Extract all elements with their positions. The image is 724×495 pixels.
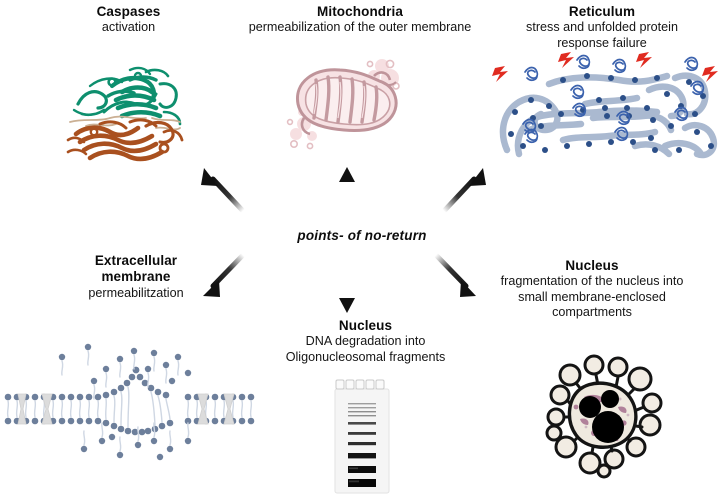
node-description-nucleus-dna-line2: Oligonucleosomal fragments: [285, 349, 446, 364]
node-description-caspases: activation: [101, 20, 156, 35]
node-description-nucleus-fragmentation-line3: compartments: [552, 305, 632, 320]
node-description-reticulum-line1: stress and unfolded protein: [526, 20, 678, 35]
node-title-nucleus-dna: Nucleus: [338, 318, 393, 333]
arrow-to-caspases: [201, 168, 246, 214]
node-caption-nucleus-dna: Nucleus DNA degradation into Oligonucleo…: [248, 318, 483, 365]
illustration-mitochondrion: [286, 52, 404, 164]
node-description-nucleus-fragmentation-line2: small membrane-enclosed: [518, 289, 666, 304]
node-description-nucleus-fragmentation-line1: fragmentation of the nucleus into: [500, 274, 684, 289]
center-label: points- of no-return: [297, 228, 427, 243]
illustration-apoptotic-cell-blebbing: [540, 354, 670, 485]
arrow-to-nucleus-fragmentation: [433, 252, 476, 297]
node-caption-reticulum: Reticulum stress and unfolded protein re…: [489, 4, 715, 51]
node-description-nucleus-dna-line1: DNA degradation into: [305, 334, 426, 349]
node-caption-nucleus-fragmentation: Nucleus fragmentation of the nucleus int…: [464, 258, 720, 321]
node-title-mitochondria: Mitochondria: [317, 4, 403, 19]
illustration-caspases-protein-ribbon: [60, 56, 196, 164]
node-caption-mitochondria: Mitochondria permeabilization of the out…: [220, 4, 500, 36]
arrow-to-mitochondria: [339, 167, 355, 213]
illustration-lipid-bilayer-rupture: [2, 343, 270, 495]
node-caption-extracellular-membrane: Extracellular membrane permeabilitzation: [36, 253, 236, 301]
node-description-mitochondria: permeabilization of the outer membrane: [248, 20, 472, 35]
node-caption-caspases: Caspases activation: [26, 4, 231, 36]
node-title-nucleus-fragmentation: Nucleus: [565, 258, 619, 273]
node-title-extracellular-membrane-line1: Extracellular: [94, 253, 178, 268]
arrow-to-extracellular-membrane: [203, 252, 246, 297]
node-description-extracellular-membrane: permeabilitzation: [88, 285, 184, 300]
node-title-extracellular-membrane-line2: membrane: [101, 269, 171, 285]
illustration-rough-endoplasmic-reticulum: [489, 52, 724, 172]
node-description-reticulum-line2: response failure: [557, 35, 647, 50]
node-title-reticulum: Reticulum: [568, 4, 636, 19]
node-title-caspases: Caspases: [96, 4, 161, 19]
illustration-dna-electrophoresis-gel: [322, 379, 404, 495]
arrow-to-reticulum: [441, 168, 486, 214]
arrow-to-nucleus-dna: [339, 267, 355, 313]
